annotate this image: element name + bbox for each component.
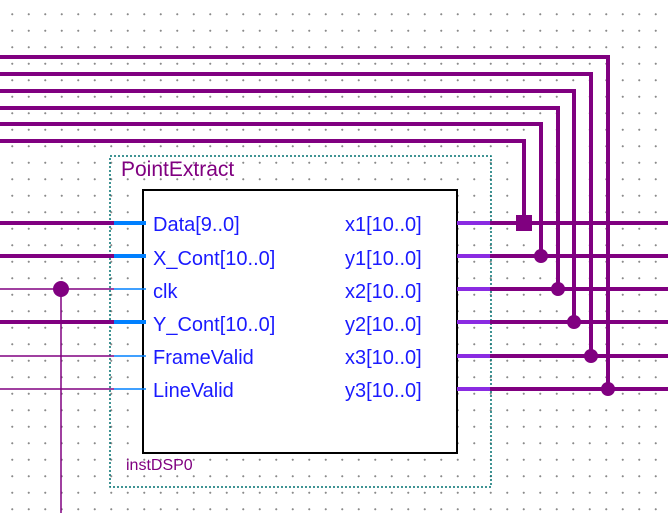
output-pin-label: x2[10..0] — [345, 281, 422, 303]
output-pin-label: y1[10..0] — [345, 248, 422, 270]
input-stubs — [114, 221, 146, 390]
input-pin-label: Data[9..0] — [153, 214, 240, 236]
block-title: PointExtract — [121, 158, 235, 181]
junction-dot — [584, 349, 598, 363]
output-stubs — [457, 221, 490, 391]
bus-y1 — [0, 122, 543, 256]
junction-dot — [551, 282, 565, 296]
output-wires — [490, 221, 668, 391]
input-pin-label: FrameValid — [153, 347, 254, 369]
bus-x1 — [0, 139, 526, 223]
input-pin-label: X_Cont[10..0] — [153, 248, 276, 270]
top-buses — [0, 55, 610, 389]
input-pin-label: Y_Cont[10..0] — [153, 314, 276, 336]
bus-y3 — [0, 55, 610, 389]
bus-x3 — [0, 72, 593, 356]
junction-square — [516, 215, 532, 231]
input-pin-label: clk — [153, 281, 178, 303]
bus-x2 — [0, 106, 560, 289]
block-body[interactable] — [142, 189, 458, 454]
output-pin-label: x3[10..0] — [345, 347, 422, 369]
junction-dot — [534, 249, 548, 263]
junctions — [53, 215, 615, 396]
output-pin-label: y2[10..0] — [345, 314, 422, 336]
bus-y2 — [0, 89, 576, 322]
output-pin-label: x1[10..0] — [345, 214, 422, 236]
junction-dot — [567, 315, 581, 329]
junction-dot-clk — [53, 281, 69, 297]
junction-dot — [601, 382, 615, 396]
instance-name: instDSP0 — [126, 457, 193, 474]
input-wires — [0, 221, 114, 513]
output-pin-label: y3[10..0] — [345, 380, 422, 402]
input-pin-label: LineValid — [153, 380, 234, 402]
